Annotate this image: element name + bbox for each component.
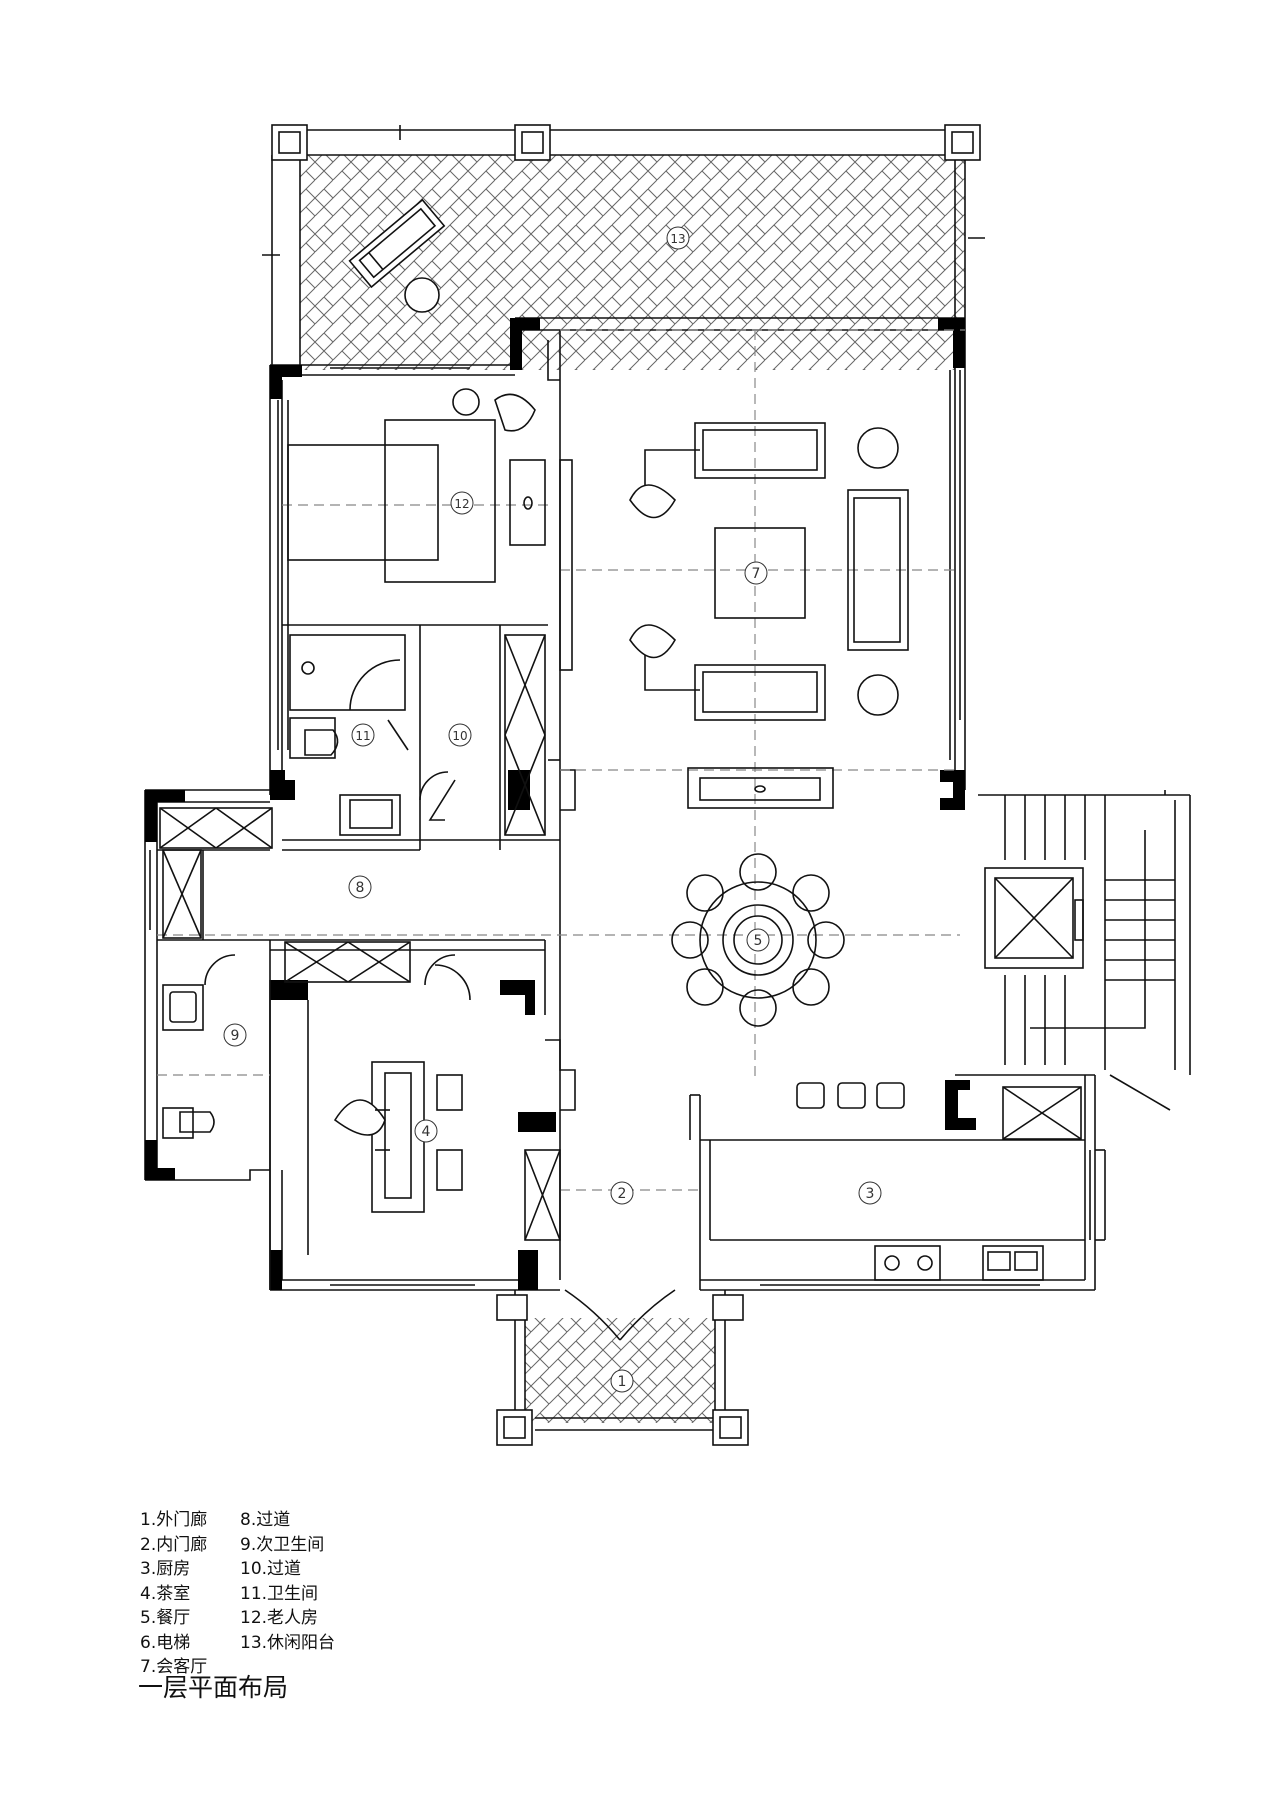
svg-text:2: 2 xyxy=(618,1186,627,1202)
legend-item: 9.次卫生间 xyxy=(240,1534,325,1555)
legend-item: 3.厨房 xyxy=(140,1559,191,1579)
room-label-3: 3 xyxy=(858,1181,882,1205)
svg-text:7: 7 xyxy=(752,566,761,582)
room-label-1: 1 xyxy=(610,1369,634,1393)
toilet-room-fixtures xyxy=(162,984,215,1139)
svg-text:3: 3 xyxy=(866,1186,875,1202)
legend-item: 10.过道 xyxy=(240,1559,302,1579)
legend-item: 13.休闲阳台 xyxy=(240,1632,336,1653)
legend-item: 1.外门廊 xyxy=(140,1510,208,1530)
legend-column-1: 1.外门廊 2.内门廊 3.厨房 4.茶室 5.餐厅 6.电梯 7.会客厅 xyxy=(140,1508,207,1680)
room-labels: 1 2 3 4 5 7 8 9 10 11 12 13 xyxy=(223,226,882,1393)
svg-text:8: 8 xyxy=(356,880,365,896)
room-label-12: 12 xyxy=(450,491,474,515)
svg-text:9: 9 xyxy=(231,1028,240,1044)
living-furniture xyxy=(559,422,909,809)
svg-text:11: 11 xyxy=(355,729,370,743)
hallway-cabinets xyxy=(159,807,471,1001)
svg-text:12: 12 xyxy=(454,497,469,511)
room-label-13: 13 xyxy=(666,226,690,250)
dining-furniture xyxy=(671,853,845,1027)
svg-text:4: 4 xyxy=(422,1124,431,1140)
room-label-11: 11 xyxy=(351,723,375,747)
room-label-8: 8 xyxy=(348,875,372,899)
legend-item: 8.过道 xyxy=(240,1510,291,1530)
tea-room-furniture xyxy=(333,1061,463,1213)
svg-text:13: 13 xyxy=(670,232,685,246)
svg-text:10: 10 xyxy=(452,729,467,743)
floor-plan: 1 2 3 4 5 7 8 9 10 11 12 13 xyxy=(144,124,1191,1446)
interior-walls xyxy=(157,330,1095,1290)
room-label-10: 10 xyxy=(448,723,472,747)
porch xyxy=(496,1289,749,1446)
balcony xyxy=(262,124,985,371)
plan-lines xyxy=(144,124,1191,1446)
room-label-7: 7 xyxy=(744,561,768,585)
legend-item: 5.餐厅 xyxy=(140,1608,191,1628)
legend-item: 12.老人房 xyxy=(240,1608,319,1628)
outer-walls xyxy=(144,317,1106,1291)
legend-item: 2.内门廊 xyxy=(140,1534,208,1555)
legend-item: 4.茶室 xyxy=(140,1583,191,1604)
svg-text:1: 1 xyxy=(618,1374,627,1390)
plan-title: 一层平面布局 xyxy=(138,1673,289,1702)
bedroom-furniture xyxy=(287,388,546,583)
wall-columns xyxy=(145,318,976,1290)
kitchen-furniture xyxy=(796,1082,1082,1281)
room-label-2: 2 xyxy=(610,1181,634,1205)
elevator-stairs xyxy=(978,790,1191,1111)
svg-text:5: 5 xyxy=(754,933,763,949)
legend-item: 6.电梯 xyxy=(140,1632,191,1653)
legend-item: 7.会客厅 xyxy=(140,1657,208,1677)
room-label-4: 4 xyxy=(414,1119,438,1143)
legend-column-2: 8.过道 9.次卫生间 10.过道 11.卫生间 12.老人房 13.休闲阳台 xyxy=(240,1508,335,1655)
room-label-5: 5 xyxy=(746,928,770,952)
room-label-9: 9 xyxy=(223,1023,247,1047)
bathroom-fixtures xyxy=(289,634,546,836)
entrance-cabinet xyxy=(524,1149,561,1241)
legend-item: 11.卫生间 xyxy=(240,1583,319,1604)
